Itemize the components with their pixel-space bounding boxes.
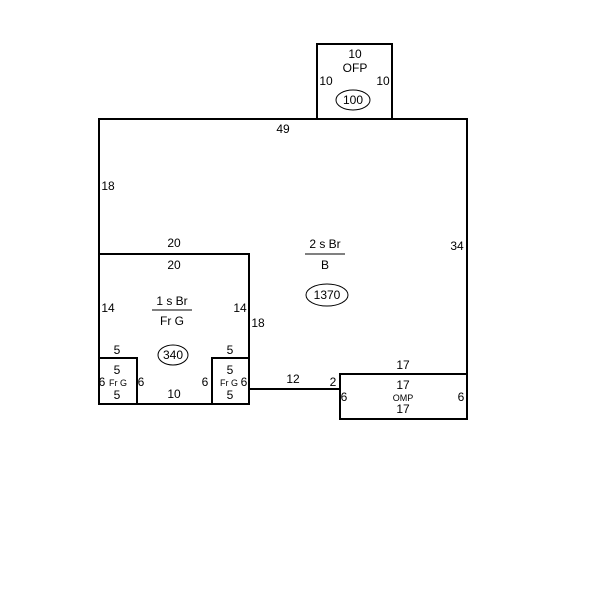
main-top-dimension: 49 — [276, 122, 290, 136]
right-bay-left-dimension: 6 — [202, 375, 209, 389]
right-bay-label: Fr G — [220, 378, 238, 388]
main-label-top: 2 s Br — [309, 237, 340, 251]
left-bay-outline — [98, 357, 138, 405]
main-area: 1370 — [314, 288, 341, 302]
right-bay: 5 5 6 Fr G 6 5 — [202, 343, 250, 405]
connector-dimension: 12 — [286, 372, 300, 386]
main-left-dimension: 18 — [101, 179, 115, 193]
porch-area: 100 — [343, 93, 363, 107]
right-bay-top-dimension: 5 — [227, 343, 234, 357]
omp-bottom-dimension: 17 — [396, 402, 410, 416]
right-bay-outline — [211, 357, 250, 405]
garage-label-top: 1 s Br — [156, 294, 187, 308]
left-bay-label: Fr G — [109, 378, 127, 388]
omp-right-dimension: 6 — [458, 390, 465, 404]
omp-top-outer-dimension: 17 — [396, 358, 410, 372]
omp-outline — [339, 373, 468, 420]
left-bay-left-dimension: 6 — [99, 375, 106, 389]
garage-top-outer-dimension: 20 — [167, 236, 181, 250]
omp-label: OMP — [393, 393, 414, 403]
left-bay-top-dimension: 5 — [114, 343, 121, 357]
porch-ofp: 10 OFP 10 10 100 — [316, 43, 393, 120]
omp-left-dimension: 6 — [341, 390, 348, 404]
garage-right-dimension: 14 — [233, 301, 247, 315]
garage-bottom-dimension: 10 — [167, 387, 181, 401]
left-bay-right-dimension: 6 — [138, 375, 145, 389]
left-bay-bottom-dimension: 5 — [114, 388, 121, 402]
garage: 20 20 14 14 1 s Br Fr G 340 10 — [98, 236, 250, 405]
connector-offset-dimension: 2 — [330, 375, 337, 389]
right-bay-inner-top-dimension: 5 — [227, 363, 234, 377]
main-right-dimension: 34 — [450, 239, 464, 253]
porch-right-dimension: 10 — [376, 74, 390, 88]
garage-area: 340 — [163, 348, 183, 362]
main-label-bottom: B — [321, 258, 329, 272]
main-area-ellipse — [305, 283, 349, 307]
garage-label-bottom: Fr G — [160, 314, 184, 328]
main-house: 49 18 34 18 2 s Br B 1370 12 2 — [98, 118, 468, 390]
porch-top-dimension: 10 — [348, 47, 362, 61]
porch-label: OFP — [343, 61, 368, 75]
omp: 17 17 6 OMP 6 17 — [339, 358, 468, 420]
porch-area-ellipse — [335, 89, 371, 111]
left-bay-inner-top-dimension: 5 — [114, 363, 121, 377]
garage-area-ellipse — [157, 344, 189, 366]
omp-top-inner-dimension: 17 — [396, 378, 410, 392]
left-bay: 5 5 6 Fr G 6 5 — [98, 343, 145, 405]
porch-left-dimension: 10 — [319, 74, 333, 88]
main-inner-dimension: 18 — [251, 316, 265, 330]
main-house-outline — [98, 118, 468, 374]
garage-left-dimension: 14 — [101, 301, 115, 315]
garage-outline — [98, 253, 250, 405]
right-bay-bottom-dimension: 5 — [227, 388, 234, 402]
right-bay-right-dimension: 6 — [241, 375, 248, 389]
garage-top-inner-dimension: 20 — [167, 258, 181, 272]
